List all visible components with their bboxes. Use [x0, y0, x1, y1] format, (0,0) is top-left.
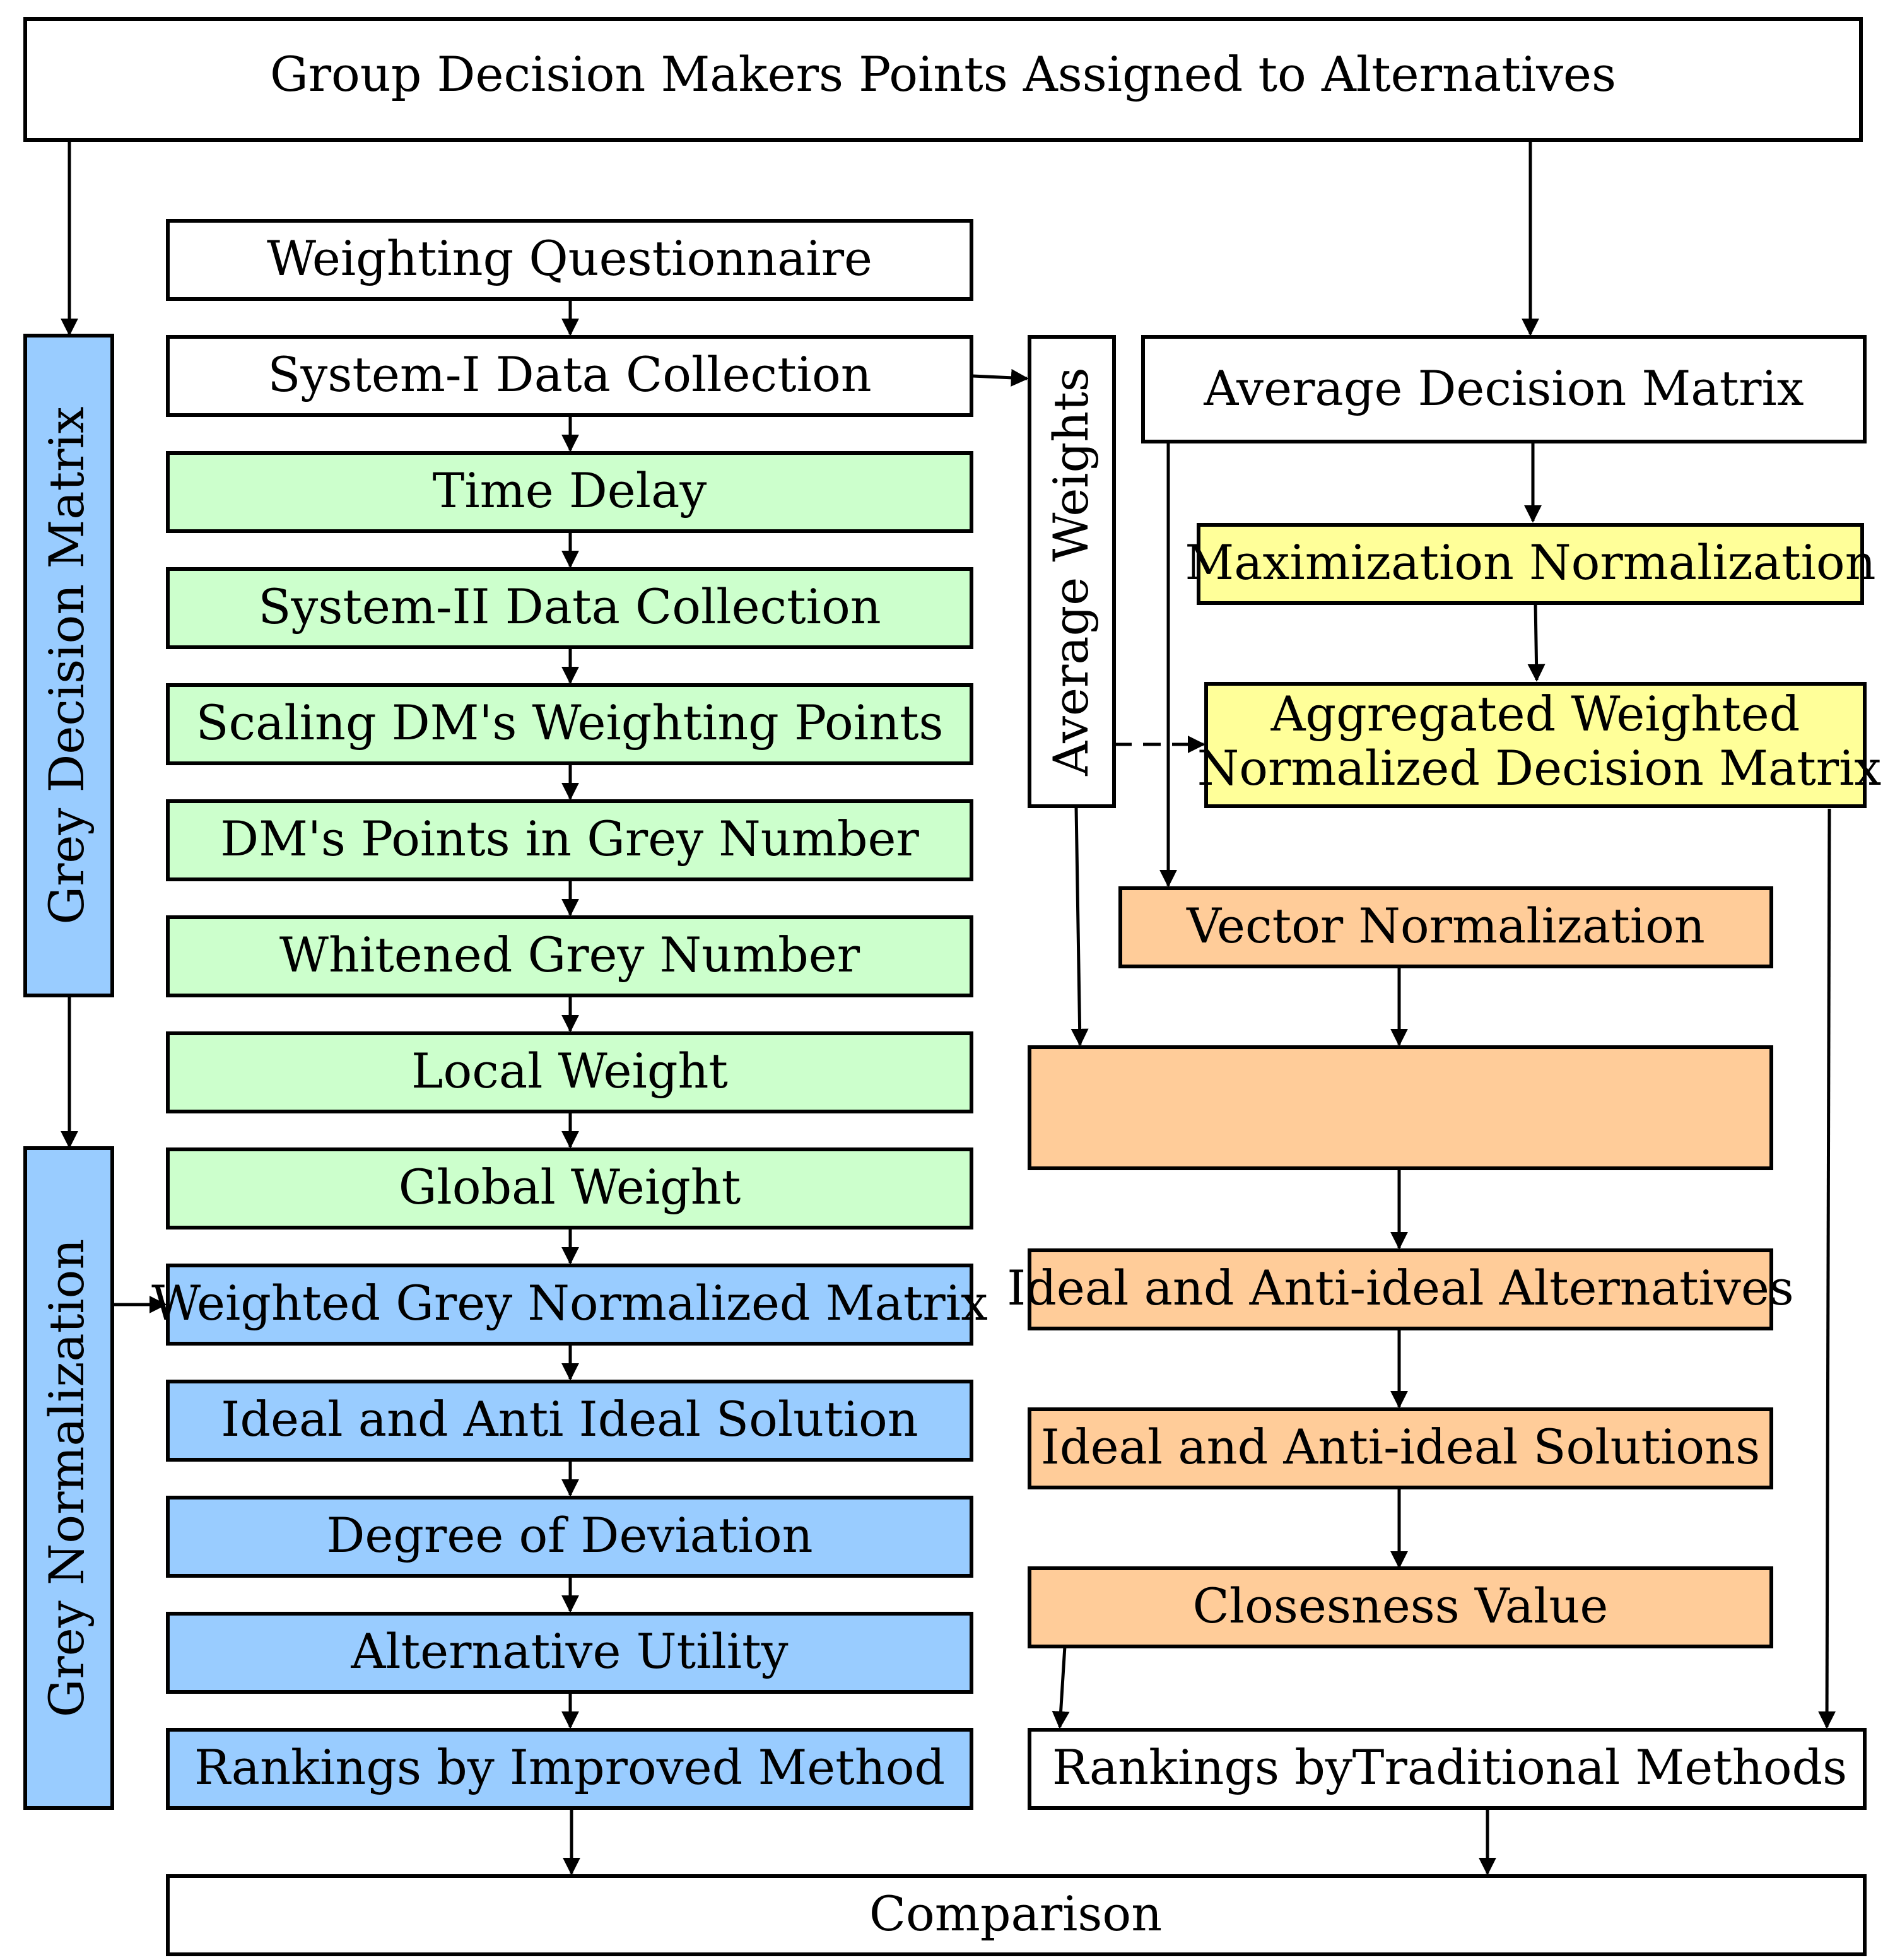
node-max-norm-label: Maximization Normalization: [1185, 534, 1875, 590]
node-grey-decision-matrix: Grey Decision Matrix: [23, 334, 114, 997]
node-global-weight-box: [166, 1147, 973, 1229]
node-ideal-anti-solution-box: [166, 1380, 973, 1462]
node-scaling-label: Scaling DM's Weighting Points: [196, 695, 943, 751]
node-grey-decision-matrix-label: Grey Decision Matrix: [38, 406, 95, 924]
node-ideal-anti-solution: Ideal and Anti Ideal Solution: [166, 1380, 973, 1462]
node-rank-improved-label: Rankings by Improved Method: [194, 1739, 945, 1795]
node-avg-decision-label: Average Decision Matrix: [1203, 360, 1804, 416]
node-group-dm-label: Group Decision Makers Points Assigned to…: [270, 46, 1616, 102]
node-weighted-grey-label: Weighted Grey Normalized Matrix: [151, 1275, 988, 1331]
node-utility-label: Alternative Utility: [350, 1623, 788, 1679]
node-vector-norm: Vector Normalization: [1118, 886, 1773, 968]
edges: [61, 140, 1836, 1875]
node-grey-number: DM's Points in Grey Number: [166, 799, 973, 881]
node-weighted-normalized-box: [1028, 1045, 1773, 1170]
node-avg-decision: Average Decision Matrix: [1141, 335, 1867, 443]
node-comparison-box: [166, 1874, 1867, 1956]
node-grey-number-box: [166, 799, 973, 881]
node-system2: System-II Data Collection: [166, 567, 973, 649]
node-local-weight: Local Weight: [166, 1031, 973, 1113]
node-rank-traditional-box: [1028, 1728, 1867, 1810]
node-system1: System-I Data Collection: [166, 335, 973, 417]
node-group-dm: Group Decision Makers Points Assigned to…: [23, 17, 1863, 142]
node-average-weights-box: [1028, 335, 1116, 808]
node-system1-label: System-I Data Collection: [267, 346, 871, 402]
node-global-weight-label: Global Weight: [399, 1159, 741, 1215]
edge-max-norm-to-aggregated: [1527, 602, 1546, 682]
node-max-norm: Maximization Normalization: [1185, 523, 1876, 605]
node-deviation: Degree of Deviation: [166, 1496, 973, 1578]
node-grey-normalization-box: [23, 1146, 114, 1810]
edge-closeness-to-rank-traditional: [1052, 1646, 1070, 1729]
node-weighted-grey-box: [166, 1264, 973, 1346]
node-local-weight-box: [166, 1031, 973, 1113]
node-avg-decision-box: [1141, 335, 1867, 443]
node-deviation-box: [166, 1496, 973, 1578]
node-average-weights: Average Weights: [1028, 335, 1116, 808]
node-scaling: Scaling DM's Weighting Points: [166, 683, 973, 765]
node-deviation-label: Degree of Deviation: [326, 1507, 812, 1563]
node-ideal-sols-label: Ideal and Anti-ideal Solutions: [1041, 1419, 1760, 1475]
node-closeness-label: Closesness Value: [1193, 1578, 1609, 1634]
node-grey-normalization: Grey Normalization: [23, 1146, 114, 1810]
node-closeness: Closesness Value: [1028, 1566, 1773, 1648]
node-aggregated-label-line1: Aggregated Weighted: [1270, 686, 1800, 742]
node-scaling-box: [166, 683, 973, 765]
node-vector-norm-box: [1118, 886, 1773, 968]
node-rank-improved: Rankings by Improved Method: [166, 1728, 973, 1810]
node-rank-traditional: Rankings byTraditional Methods: [1028, 1728, 1867, 1810]
node-global-weight: Global Weight: [166, 1147, 973, 1229]
node-max-norm-box: [1197, 523, 1864, 605]
node-whitened-label: Whitened Grey Number: [279, 927, 860, 983]
node-weighting-questionnaire-label: Weighting Questionnaire: [267, 230, 872, 286]
node-time-delay-box: [166, 451, 973, 533]
node-time-delay-label: Time Delay: [433, 462, 707, 519]
node-aggregated-label-line2: Normalized Decision Matrix: [1197, 740, 1882, 796]
node-average-weights-label: Average Weights: [1043, 367, 1099, 776]
node-group-dm-box: [23, 17, 1863, 142]
node-grey-number-label: DM's Points in Grey Number: [220, 811, 919, 867]
node-comparison: Comparison: [166, 1874, 1867, 1956]
node-system2-label: System-II Data Collection: [258, 578, 881, 635]
edge-aggregated-to-rank-traditional: [1818, 808, 1836, 1729]
node-weighted-grey: Weighted Grey Normalized Matrix: [151, 1264, 988, 1346]
node-utility-box: [166, 1612, 973, 1694]
node-vector-norm-label: Vector Normalization: [1186, 898, 1705, 954]
node-rank-improved-box: [166, 1728, 973, 1810]
node-whitened: Whitened Grey Number: [166, 915, 973, 997]
node-grey-decision-matrix-box: [23, 334, 114, 997]
node-weighted-normalized: [1028, 1045, 1773, 1170]
node-ideal-sols-box: [1028, 1407, 1773, 1489]
node-system2-box: [166, 567, 973, 649]
node-ideal-sols: Ideal and Anti-ideal Solutions: [1028, 1407, 1773, 1489]
node-time-delay: Time Delay: [166, 451, 973, 533]
node-system1-box: [166, 335, 973, 417]
node-aggregated-box: [1204, 682, 1867, 808]
node-comparison-label: Comparison: [869, 1886, 1162, 1942]
node-whitened-box: [166, 915, 973, 997]
node-rank-traditional-label: Rankings byTraditional Methods: [1052, 1739, 1847, 1795]
node-utility: Alternative Utility: [166, 1612, 973, 1694]
node-grey-normalization-label: Grey Normalization: [38, 1239, 95, 1718]
node-weighting-questionnaire: Weighting Questionnaire: [166, 219, 973, 301]
node-ideal-alts-box: [1028, 1248, 1773, 1330]
node-ideal-alts: Ideal and Anti-ideal Alternatives: [1007, 1248, 1794, 1330]
node-local-weight-label: Local Weight: [411, 1043, 728, 1099]
node-ideal-alts-label: Ideal and Anti-ideal Alternatives: [1007, 1260, 1794, 1316]
node-closeness-box: [1028, 1566, 1773, 1648]
edge-average-weights-to-weighted-normalized: [1071, 807, 1089, 1047]
edge-system1-to-average-weights: [972, 368, 1029, 387]
node-aggregated: Aggregated Weighted Normalized Decision …: [1197, 682, 1882, 808]
node-weighting-questionnaire-box: [166, 219, 973, 301]
node-ideal-anti-solution-label: Ideal and Anti Ideal Solution: [221, 1391, 918, 1447]
